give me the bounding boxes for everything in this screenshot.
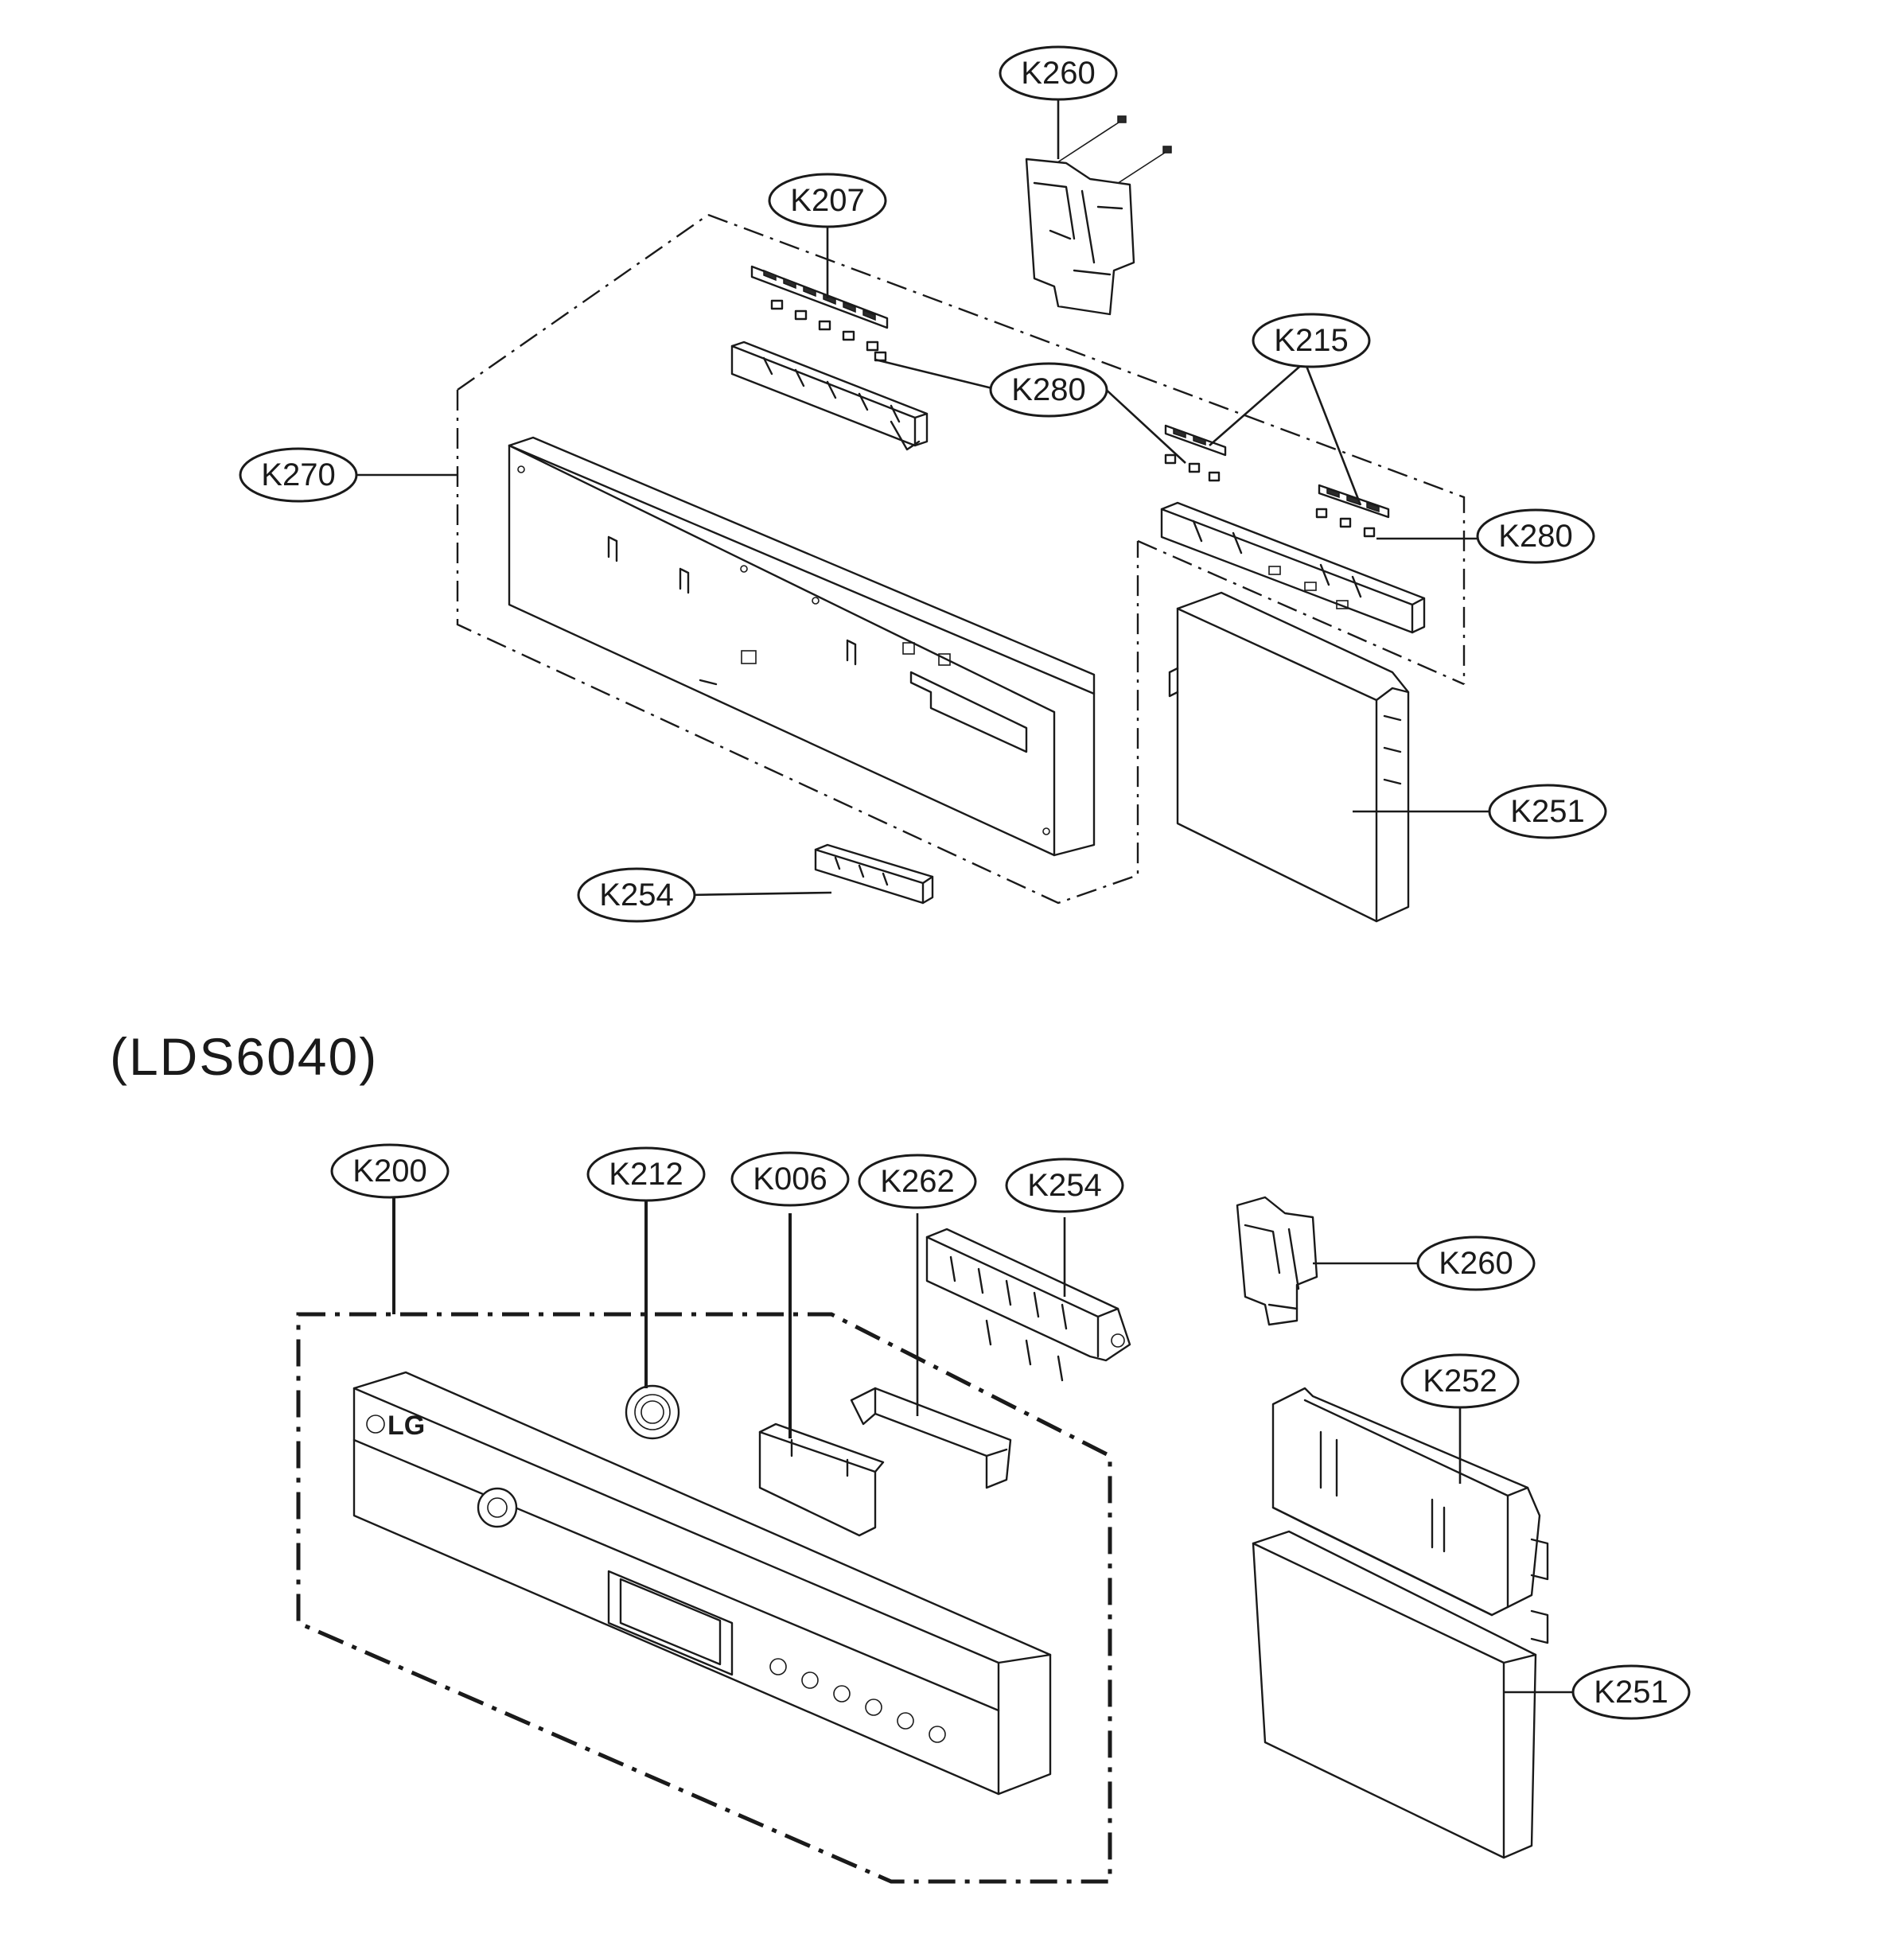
panel-button-3 (833, 1685, 851, 1703)
callout-k252: K252 (1400, 1353, 1520, 1409)
svg-text:K270: K270 (261, 457, 335, 492)
button-strip-k215 (1164, 424, 1390, 538)
callout-k260-upper: K260 (999, 45, 1118, 101)
switch-housing-upper (730, 341, 929, 451)
cover-k006 (758, 1422, 885, 1537)
callout-k260-lower: K260 (1416, 1236, 1536, 1291)
callout-k262: K262 (858, 1154, 977, 1209)
svg-text:K215: K215 (1274, 323, 1348, 358)
switch-housing-right (1160, 501, 1426, 634)
leader-k215-a (1209, 361, 1306, 446)
leader-k215-b (1303, 361, 1362, 506)
svg-text:K254: K254 (1027, 1168, 1101, 1203)
bracket-k254-lower (925, 1228, 1131, 1382)
callout-k212: K212 (586, 1146, 706, 1202)
svg-text:K207: K207 (790, 183, 864, 218)
callout-k280-a: K280 (989, 362, 1108, 418)
callout-k251-lower: K251 (1571, 1664, 1691, 1720)
panel-button-4 (865, 1699, 882, 1716)
callout-k270: K270 (239, 447, 358, 503)
power-knob-k200 (477, 1487, 518, 1528)
svg-text:K280: K280 (1011, 372, 1085, 407)
k270-boundary (456, 213, 1466, 905)
control-box-k251-lower (1252, 1530, 1537, 1859)
callout-k200: K200 (330, 1143, 450, 1199)
svg-text:K200: K200 (352, 1154, 426, 1189)
callout-k254-upper: K254 (577, 867, 696, 923)
frame-k252 (1271, 1387, 1549, 1644)
front-panel-k270 (508, 436, 1096, 857)
svg-text:K006: K006 (753, 1162, 827, 1197)
svg-text:K280: K280 (1498, 519, 1572, 554)
svg-text:K260: K260 (1439, 1246, 1513, 1281)
control-panel-k200: LG (352, 1371, 1052, 1796)
svg-text:K260: K260 (1021, 56, 1095, 91)
leader-k254-upper (687, 891, 832, 897)
callout-k215: K215 (1252, 313, 1371, 368)
callout-k251-upper: K251 (1488, 784, 1607, 839)
callout-k254-lower: K254 (1005, 1158, 1124, 1213)
panel-button-5 (897, 1712, 914, 1730)
leader-k280-a1 (874, 358, 999, 391)
panel-button-1 (769, 1658, 787, 1675)
k200-boundary (296, 1312, 1112, 1884)
callout-k006: K006 (730, 1151, 850, 1207)
svg-text:K251: K251 (1594, 1675, 1668, 1710)
panel-button-6 (929, 1726, 946, 1743)
panel-button-2 (801, 1671, 819, 1689)
svg-text:K262: K262 (880, 1164, 954, 1199)
door-lock-lower (1236, 1196, 1318, 1326)
brand-logo: LG (387, 1411, 425, 1441)
svg-text:K251: K251 (1510, 794, 1584, 829)
button-strip-k207 (750, 265, 889, 362)
svg-text:K254: K254 (599, 878, 673, 913)
control-box-k251-upper (1168, 591, 1410, 923)
svg-text:K212: K212 (609, 1157, 683, 1192)
handle-k262 (850, 1387, 1012, 1489)
k251-boundary (1137, 539, 1465, 686)
connector-k254-upper (814, 843, 934, 905)
door-lock-upper (1025, 115, 1172, 316)
leader-k280-a2 (1101, 385, 1186, 464)
model-label: (LDS6040) (110, 1027, 379, 1086)
callout-k207: K207 (768, 173, 887, 228)
svg-text:K252: K252 (1423, 1364, 1497, 1399)
callout-k280-b: K280 (1476, 508, 1595, 564)
knob-k212 (625, 1384, 680, 1440)
